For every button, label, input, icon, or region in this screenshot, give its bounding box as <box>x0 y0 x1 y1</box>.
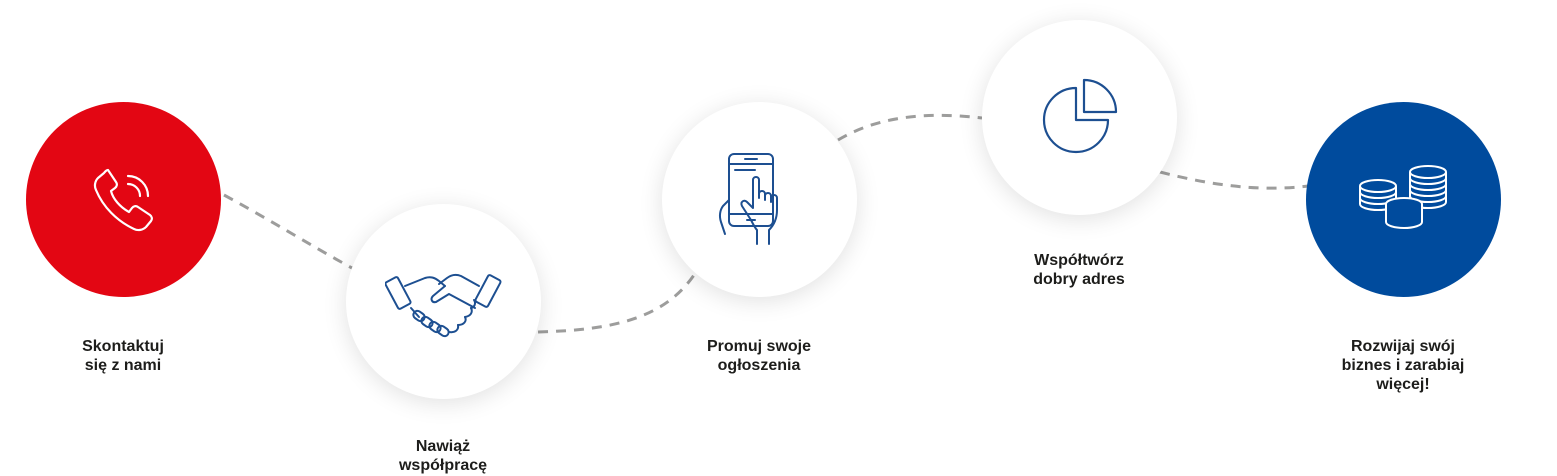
step-1-label: Skontaktuj się z nami <box>40 337 206 375</box>
step-5-label-line-3: więcej! <box>1376 376 1430 393</box>
step-3-label: Promuj swoje ogłoszenia <box>676 337 842 375</box>
step-2-label: Nawiąż współpracę <box>360 437 526 475</box>
step-1-label-line-2: się z nami <box>84 357 162 374</box>
step-5-label-line-2: biznes i zarabiaj <box>1341 357 1465 374</box>
step-1-label-line-1: Skontaktuj <box>82 338 164 355</box>
step-5-circle <box>1306 102 1501 297</box>
step-1-circle <box>26 102 221 297</box>
connector-1-2 <box>223 193 353 270</box>
step-4-label-line-2: dobry adres <box>1033 271 1125 288</box>
smartphone-touch-icon <box>718 152 778 245</box>
step-2-circle <box>346 204 541 399</box>
step-5-label: Rozwijaj swój biznes i zarabiaj więcej! <box>1320 337 1486 394</box>
step-4-circle <box>982 20 1177 215</box>
step-2-label-line-1: Nawiąż <box>415 438 471 455</box>
pie-chart-icon <box>1042 78 1117 153</box>
step-5-label-line-1: Rozwijaj swój <box>1350 338 1455 355</box>
coins-icon <box>1358 164 1447 229</box>
step-3-label-line-2: ogłoszenia <box>717 357 801 374</box>
step-4-label: Współtwórz dobry adres <box>996 251 1162 289</box>
phone-icon <box>93 168 153 231</box>
step-3-circle <box>662 102 857 297</box>
connector-3-4 <box>837 113 983 142</box>
step-2-label-line-2: współpracę <box>398 457 488 474</box>
connector-4-5 <box>1159 170 1309 190</box>
connector-2-3 <box>537 271 698 334</box>
handshake-icon <box>384 273 502 337</box>
step-3-label-line-1: Promuj swoje <box>706 338 812 355</box>
step-4-label-line-1: Współtwórz <box>1034 252 1124 269</box>
